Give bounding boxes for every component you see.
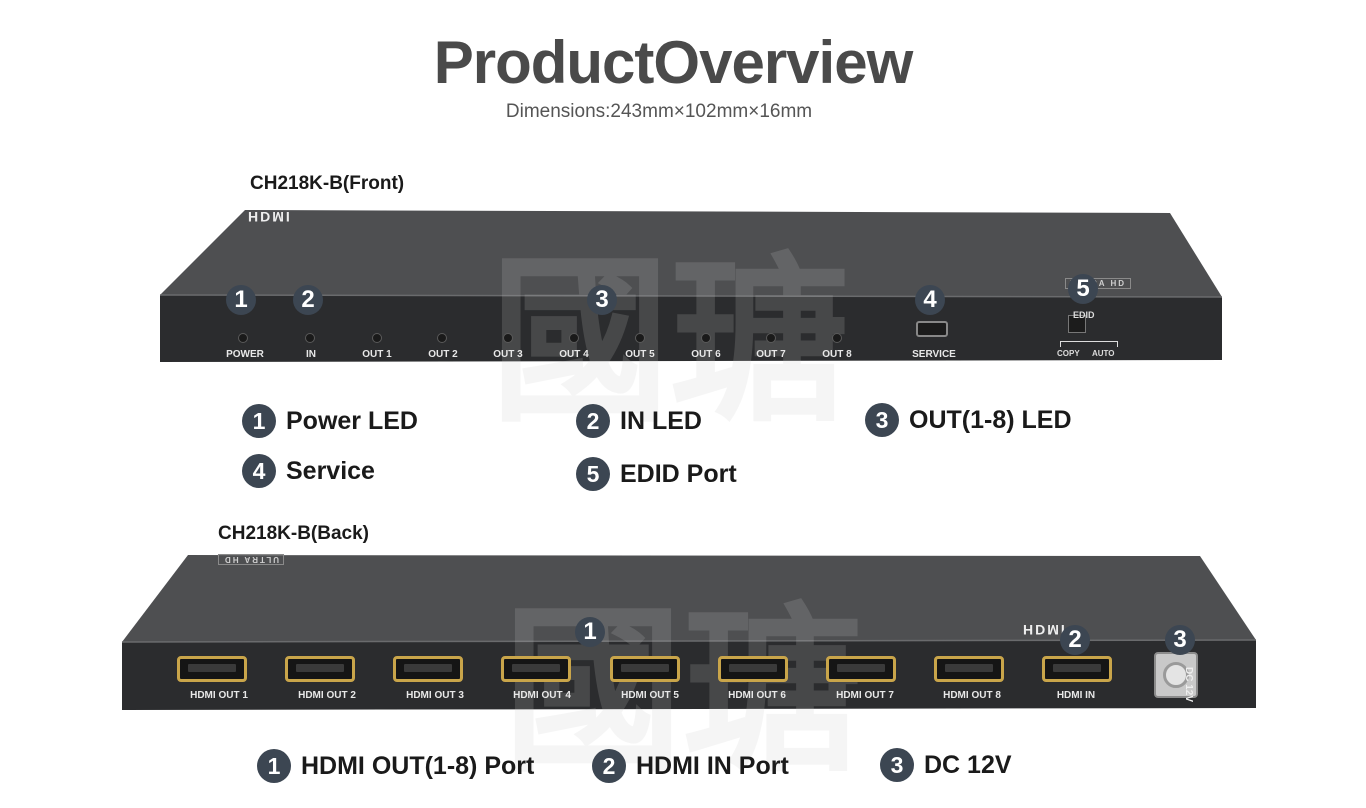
front-legend-edid: 5 EDID Port bbox=[576, 457, 737, 491]
back-ultrahd-tag: ULTRA HD bbox=[218, 554, 284, 565]
front-legend-num-5: 5 bbox=[576, 457, 610, 491]
back-badge-2: 2 bbox=[1060, 625, 1090, 655]
label-hdmi-out-1: HDMI OUT 1 bbox=[190, 690, 248, 701]
label-out1: OUT 1 bbox=[362, 349, 392, 360]
hdmi-out-7-port[interactable] bbox=[826, 656, 896, 682]
service-port[interactable] bbox=[916, 321, 948, 337]
dc-jack-center bbox=[1163, 662, 1189, 688]
power-led bbox=[239, 334, 247, 342]
back-legend-num-2: 2 bbox=[592, 749, 626, 783]
hdmi-out-6-port[interactable] bbox=[718, 656, 788, 682]
label-power: POWER bbox=[226, 349, 264, 360]
front-badge-5: 5 bbox=[1068, 274, 1098, 304]
hdmi-out-4-port[interactable] bbox=[501, 656, 571, 682]
back-caption: CH218K-B(Back) bbox=[218, 523, 369, 544]
dc-12v-jack[interactable] bbox=[1154, 652, 1198, 698]
hdmi-in-port[interactable] bbox=[1042, 656, 1112, 682]
back-badge-1: 1 bbox=[575, 617, 605, 647]
front-legend-text-5: EDID Port bbox=[620, 459, 737, 488]
front-legend-out-led: 3 OUT(1-8) LED bbox=[865, 403, 1072, 437]
label-hdmi-out-6: HDMI OUT 6 bbox=[728, 690, 786, 701]
front-badge-2: 2 bbox=[293, 285, 323, 315]
label-hdmi-out-2: HDMI OUT 2 bbox=[298, 690, 356, 701]
label-in: IN bbox=[306, 349, 316, 360]
front-legend-text-4: Service bbox=[286, 456, 375, 485]
label-hdmi-out-3: HDMI OUT 3 bbox=[406, 690, 464, 701]
front-legend-num-4: 4 bbox=[242, 454, 276, 488]
label-out8: OUT 8 bbox=[822, 349, 852, 360]
front-legend-num-3: 3 bbox=[865, 403, 899, 437]
out8-led bbox=[833, 334, 841, 342]
front-legend-text-3: OUT(1-8) LED bbox=[909, 405, 1072, 434]
hdmi-out-3-port[interactable] bbox=[393, 656, 463, 682]
in-led bbox=[306, 334, 314, 342]
front-legend-num-1: 1 bbox=[242, 404, 276, 438]
label-edid-auto: AUTO bbox=[1092, 349, 1115, 358]
label-out6: OUT 6 bbox=[691, 349, 721, 360]
back-legend-text-2: HDMI IN Port bbox=[636, 751, 789, 780]
label-hdmi-out-4: HDMI OUT 4 bbox=[513, 690, 571, 701]
out4-led bbox=[570, 334, 578, 342]
label-out4: OUT 4 bbox=[559, 349, 589, 360]
hdmi-out-8-port[interactable] bbox=[934, 656, 1004, 682]
label-out7: OUT 7 bbox=[756, 349, 786, 360]
back-legend-text-1: HDMI OUT(1-8) Port bbox=[301, 751, 535, 780]
label-hdmi-out-8: HDMI OUT 8 bbox=[943, 690, 1001, 701]
label-service: SERVICE bbox=[912, 349, 956, 360]
front-badge-3: 3 bbox=[587, 285, 617, 315]
front-hdmi-logo: HDMI bbox=[248, 209, 292, 225]
label-hdmi-out-5: HDMI OUT 5 bbox=[621, 690, 679, 701]
front-legend-in-led: 2 IN LED bbox=[576, 404, 702, 438]
back-legend-num-3: 3 bbox=[880, 748, 914, 782]
out7-led bbox=[767, 334, 775, 342]
label-dc-12v: DC 12V bbox=[1183, 667, 1194, 703]
page-title: ProductOverview bbox=[433, 29, 914, 96]
front-legend-text-1: Power LED bbox=[286, 406, 418, 435]
out6-led bbox=[702, 334, 710, 342]
label-edid-copy: COPY bbox=[1057, 349, 1080, 358]
front-legend-service: 4 Service bbox=[242, 454, 375, 488]
front-caption: CH218K-B(Front) bbox=[250, 173, 405, 194]
edid-switch-lines bbox=[1060, 341, 1118, 347]
hdmi-out-1-port[interactable] bbox=[177, 656, 247, 682]
front-device-shape bbox=[159, 210, 1223, 362]
back-legend-hdmi-out: 1 HDMI OUT(1-8) Port bbox=[257, 749, 534, 783]
front-legend-power-led: 1 Power LED bbox=[242, 404, 418, 438]
label-out5: OUT 5 bbox=[625, 349, 655, 360]
out3-led bbox=[504, 334, 512, 342]
front-legend-text-2: IN LED bbox=[620, 406, 702, 435]
hdmi-out-5-port[interactable] bbox=[610, 656, 680, 682]
label-hdmi-out-7: HDMI OUT 7 bbox=[836, 690, 894, 701]
back-legend-text-3: DC 12V bbox=[924, 750, 1012, 779]
label-out2: OUT 2 bbox=[428, 349, 458, 360]
out5-led bbox=[636, 334, 644, 342]
front-device-image: HDMI ULTRA HD 國瑭 POWER IN OUT 1 OUT 2 OU… bbox=[150, 205, 1230, 447]
out2-led bbox=[438, 334, 446, 342]
dimensions-subtitle: Dimensions:243mm×102mm×16mm bbox=[505, 101, 813, 122]
label-out3: OUT 3 bbox=[493, 349, 523, 360]
label-edid: EDID bbox=[1073, 310, 1095, 320]
back-legend-hdmi-in: 2 HDMI IN Port bbox=[592, 749, 789, 783]
back-badge-3: 3 bbox=[1165, 625, 1195, 655]
back-device-image: ULTRA HD HDMI 國瑭 HDMI OUT 1 HDMI OUT 2 H… bbox=[118, 550, 1260, 797]
back-legend-dc: 3 DC 12V bbox=[880, 748, 1012, 782]
back-legend-num-1: 1 bbox=[257, 749, 291, 783]
front-badge-4: 4 bbox=[915, 285, 945, 315]
edid-switch[interactable] bbox=[1068, 315, 1086, 333]
front-legend-num-2: 2 bbox=[576, 404, 610, 438]
out1-led bbox=[373, 334, 381, 342]
label-hdmi-in: HDMI IN bbox=[1056, 690, 1096, 701]
hdmi-out-2-port[interactable] bbox=[285, 656, 355, 682]
front-badge-1: 1 bbox=[226, 285, 256, 315]
